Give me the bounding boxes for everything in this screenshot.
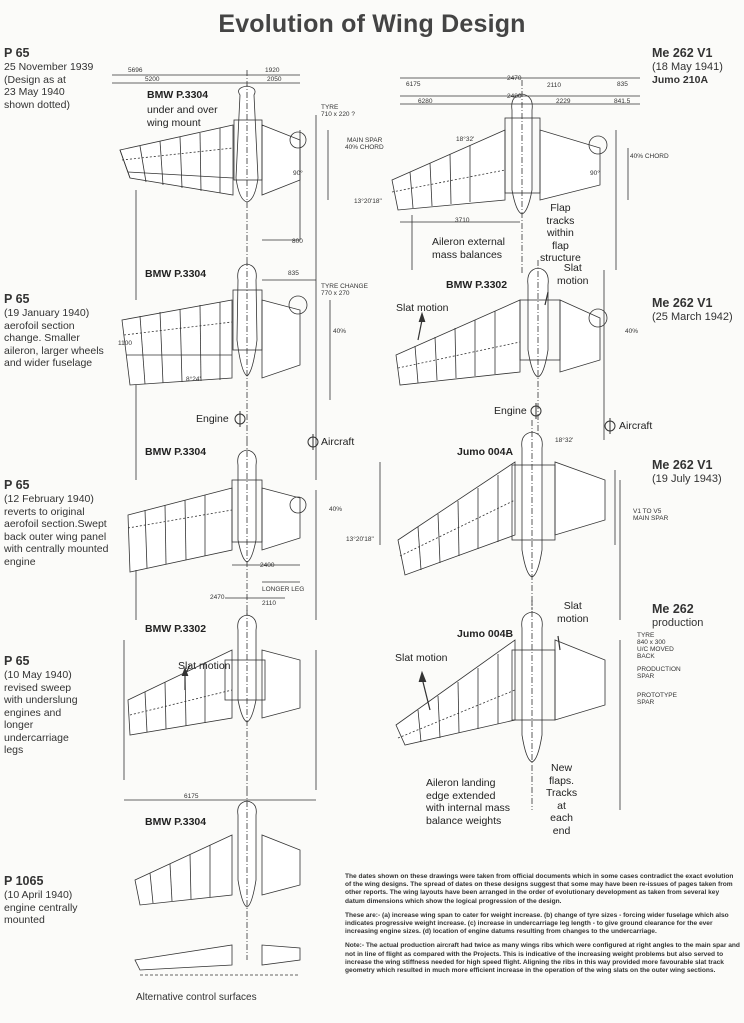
dim-spar2: SPAR bbox=[637, 699, 655, 706]
dim-ang4: 90° bbox=[293, 170, 303, 177]
dim-tyre1b: 710 x 220 ? bbox=[321, 111, 355, 118]
page-title: Evolution of Wing Design bbox=[218, 10, 526, 38]
dim-proto-spar: PROTOTYPE bbox=[637, 692, 677, 699]
dim-main-spar2: MAIN SPAR bbox=[633, 515, 669, 522]
dim-2400: 2400 bbox=[260, 562, 275, 569]
label-under-over: under and over bbox=[147, 104, 218, 116]
dim-6175b: 6175 bbox=[184, 793, 199, 800]
dim-prod-spar: PRODUCTION bbox=[637, 666, 681, 673]
note-paragraph-2: These are:- (a) increase wing span to ca… bbox=[345, 911, 729, 936]
dim-chord40: 40% CHORD bbox=[345, 144, 384, 151]
label-wing-mount: wing mount bbox=[147, 117, 201, 129]
entry-p1065: P 1065 (10 April 1940) engine centrally … bbox=[4, 874, 78, 926]
label-slat-motion-2: Slat motion bbox=[396, 302, 449, 314]
label-aileron-external: Aileron external mass balances bbox=[432, 236, 505, 261]
wing-left-2 bbox=[121, 260, 331, 480]
dim-pct40-r: 40% bbox=[625, 328, 639, 335]
dim-tyre3: TYRE bbox=[637, 632, 655, 639]
wing-left-1 bbox=[112, 70, 329, 300]
entry-me262-production: Me 262 production bbox=[652, 602, 704, 629]
entry-me262-jul1943: Me 262 V1 (19 July 1943) bbox=[652, 458, 722, 485]
wing-right-1 bbox=[391, 77, 640, 275]
dim-2050: 2050 bbox=[267, 76, 282, 83]
dim-back: BACK bbox=[637, 653, 655, 660]
dim-835b: 835 bbox=[288, 270, 299, 277]
entry-me262-mar1942: Me 262 V1 (25 March 1942) bbox=[652, 296, 733, 323]
dim-1100: 1100 bbox=[118, 340, 132, 347]
dim-1920: 1920 bbox=[265, 67, 280, 74]
dim-5200: 5200 bbox=[145, 76, 160, 83]
dim-tyre-change-b: 770 x 270 bbox=[321, 290, 350, 297]
entry-p65-may1940: P 65 (10 May 1940) revised sweep with un… bbox=[4, 654, 78, 756]
label-engine-1: Engine bbox=[196, 413, 229, 425]
dim-2470b: 2470 bbox=[210, 594, 225, 601]
dim-tyre3b: 840 x 300 bbox=[637, 639, 666, 646]
dim-2470: 2470 bbox=[507, 75, 522, 82]
dim-pct40-3: 40% bbox=[329, 506, 343, 513]
label-jumo-004a: Jumo 004A bbox=[457, 446, 514, 458]
dim-main-spar: MAIN SPAR bbox=[347, 137, 383, 144]
wing-left-4 bbox=[123, 610, 317, 801]
dim-ang3: 8°24' bbox=[186, 376, 201, 383]
dim-tyre-change: TYRE CHANGE bbox=[321, 283, 368, 290]
label-aileron-landing: Aileron landing edge extended with inter… bbox=[426, 777, 511, 827]
dim-5696: 5696 bbox=[128, 67, 143, 74]
label-bmw-p3302-2: BMW P.3302 bbox=[446, 279, 508, 291]
dim-2229: 2229 bbox=[556, 98, 571, 105]
label-slat-motion-1: Slat motion bbox=[178, 660, 231, 672]
label-bmw-p3304-4: BMW P.3304 bbox=[145, 816, 207, 828]
dim-835: 835 bbox=[617, 81, 628, 88]
dim-chord40-r: 40% CHORD bbox=[630, 153, 669, 160]
label-bmw-p3302-1: BMW P.3302 bbox=[145, 623, 207, 635]
label-bmw-p3304-1: BMW P.3304 bbox=[147, 89, 209, 101]
wing-right-4 bbox=[395, 600, 621, 810]
entry-p65-nov1939: P 65 25 November 1939 (Design as at 23 M… bbox=[4, 46, 94, 111]
dim-3710: 3710 bbox=[455, 217, 470, 224]
label-flap-tracks: Flap tracks within flap structure bbox=[540, 202, 581, 264]
wing-left-5 bbox=[134, 790, 301, 976]
dim-6280: 6280 bbox=[418, 98, 433, 105]
dim-ang5: 18°32' bbox=[555, 437, 574, 444]
entry-p65-feb1940: P 65 (12 February 1940) reverts to origi… bbox=[4, 478, 109, 568]
design-notes: The dates shown on these drawings were t… bbox=[345, 873, 740, 981]
dim-ang4-r: 90° bbox=[590, 170, 600, 177]
dim-ang1: 18°32' bbox=[456, 136, 475, 143]
label-new-flaps: New flaps. Tracks at each end bbox=[546, 762, 578, 837]
label-bmw-p3304-2: BMW P.3304 bbox=[145, 268, 207, 280]
entry-p65-jan1940: P 65 (19 January 1940) aerofoil section … bbox=[4, 292, 104, 369]
label-aircraft-1: Aircraft bbox=[321, 436, 355, 448]
entry-me262-may1941: Me 262 V1 (18 May 1941) Jumo 210A bbox=[652, 46, 723, 86]
wing-right-3 bbox=[379, 420, 621, 620]
dim-longer-leg: LONGER LEG bbox=[262, 586, 305, 593]
dim-841: 841.5 bbox=[614, 98, 631, 105]
label-jumo-004b: Jumo 004B bbox=[457, 628, 514, 640]
dim-v1v5: V1 TO V5 bbox=[633, 508, 662, 515]
label-bmw-p3304-3: BMW P.3304 bbox=[145, 446, 207, 458]
label-engine-2: Engine bbox=[494, 405, 527, 417]
note-paragraph-3: Note:- The actual production aircraft ha… bbox=[345, 942, 740, 975]
wing-left-3 bbox=[127, 440, 317, 620]
dim-spar: SPAR bbox=[637, 673, 655, 680]
dim-tyre1: TYRE bbox=[321, 104, 339, 111]
dim-pct40: 40% bbox=[333, 328, 347, 335]
dim-ang2b: 13°20'18" bbox=[346, 536, 374, 543]
dim-2480: 2480 bbox=[507, 93, 522, 100]
label-slat-motion-3: Slat motion bbox=[395, 652, 448, 664]
wing-right-2 bbox=[395, 260, 608, 440]
footer-caption: Alternative control surfaces bbox=[136, 992, 257, 1003]
dim-6175: 6175 bbox=[406, 81, 421, 88]
label-aircraft-2: Aircraft bbox=[619, 420, 653, 432]
dim-2110: 2110 bbox=[547, 82, 561, 89]
dim-uc-moved: U/C MOVED bbox=[637, 646, 674, 653]
dim-800: 800 bbox=[292, 238, 303, 245]
note-paragraph-1: The dates shown on these drawings were t… bbox=[345, 873, 734, 905]
engine-datum-symbols bbox=[234, 403, 616, 450]
dim-ang2: 13°20'18" bbox=[354, 198, 382, 205]
dim-2110b: 2110 bbox=[262, 600, 276, 607]
